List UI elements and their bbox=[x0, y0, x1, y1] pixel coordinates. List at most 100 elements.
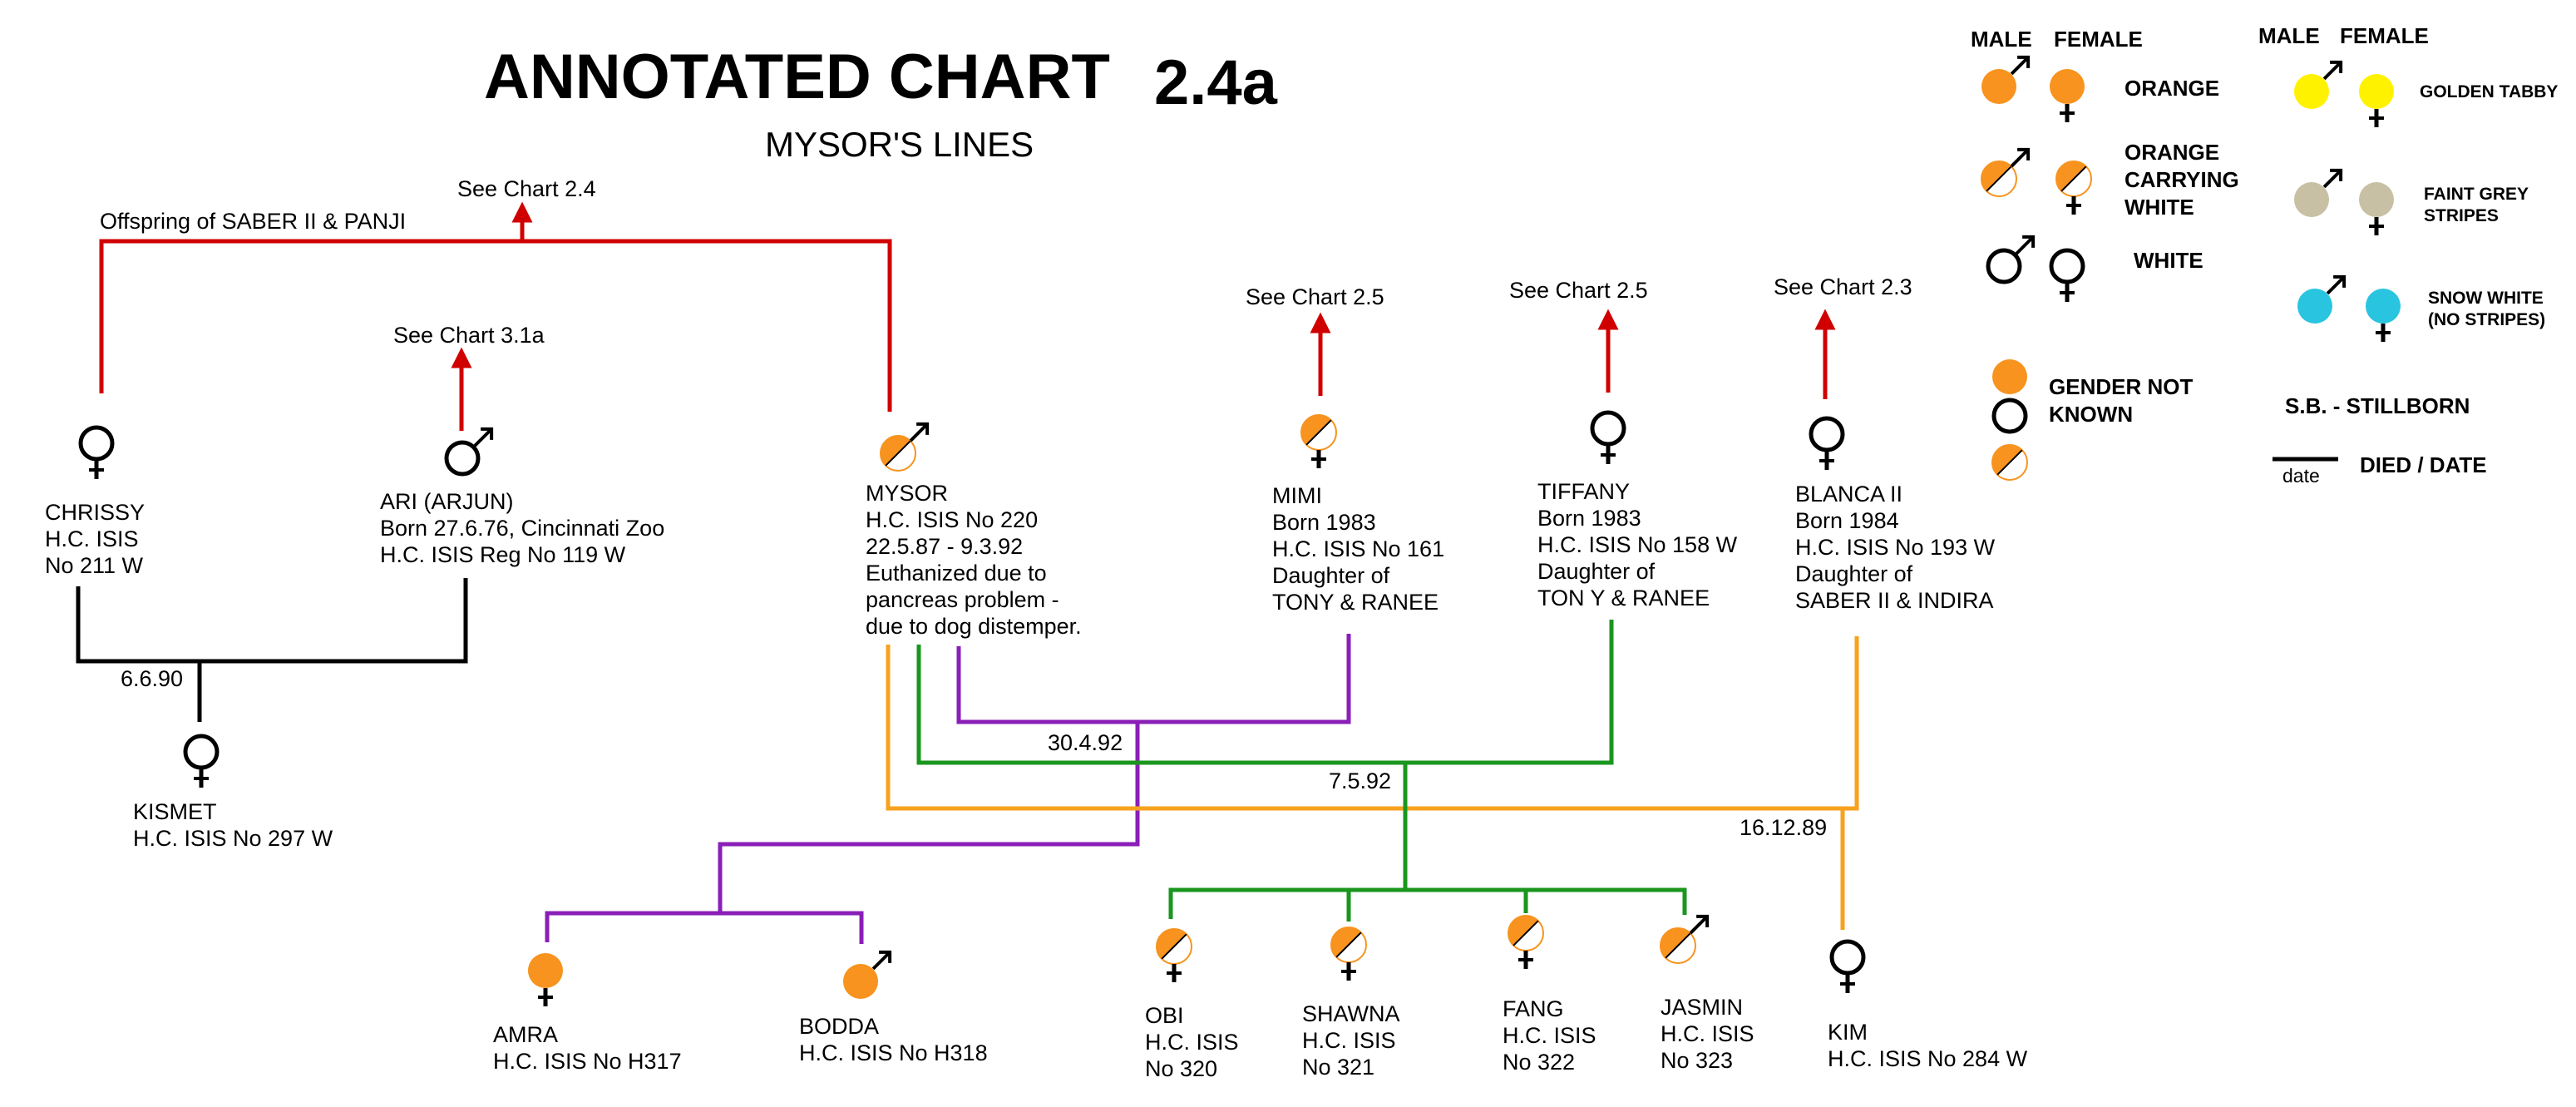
label-line: FAINT GREY bbox=[2424, 185, 2529, 204]
legend-female-header-2: FEMALE bbox=[2340, 23, 2429, 48]
legend-orange-male-icon bbox=[1981, 55, 2031, 104]
label-line: No 320 bbox=[1145, 1056, 1217, 1081]
label-line: Born 1983 bbox=[1537, 506, 1641, 531]
legend-golden-label: GOLDEN TABBY bbox=[2420, 82, 2558, 101]
label-line: Euthanized due to bbox=[866, 561, 1047, 586]
legend-male-header: MALE bbox=[1971, 27, 2032, 52]
label-line: No 323 bbox=[1661, 1048, 1733, 1073]
label-line: H.C. ISIS bbox=[45, 526, 139, 551]
legend-unknown-orange-icon bbox=[1992, 359, 2027, 394]
label-line: H.C. ISIS bbox=[1661, 1021, 1754, 1046]
mating-line-mysor-blanca bbox=[886, 636, 1859, 930]
label-line: KIM bbox=[1828, 1020, 1868, 1045]
legend-white-male-icon bbox=[1986, 235, 2036, 284]
legend-female-header: FEMALE bbox=[2054, 27, 2143, 52]
legend-orange-female-icon bbox=[2050, 69, 2085, 122]
chrissy-female-white-icon bbox=[78, 425, 115, 479]
label-line: ARI (ARJUN) bbox=[380, 489, 514, 514]
label-line: KISMET bbox=[133, 799, 217, 824]
legend-died-date-small: date bbox=[2282, 465, 2320, 487]
bodda-male-orange-icon bbox=[843, 950, 892, 999]
reference-lines bbox=[99, 201, 1836, 431]
label-line: SHAWNA bbox=[1302, 1001, 1400, 1026]
label-line: CHRISSY bbox=[45, 500, 145, 525]
svg-text:ANNOTATED CHART: ANNOTATED CHART bbox=[484, 42, 1110, 112]
blanca-female-white-icon bbox=[1809, 416, 1845, 470]
label-line: KNOWN bbox=[2049, 402, 2133, 427]
date-mysor-blanca: 16.12.89 bbox=[1740, 815, 1827, 840]
fang-female-carrier-icon bbox=[1508, 915, 1544, 969]
label-line: pancreas problem - bbox=[866, 587, 1059, 612]
label-line: H.C. ISIS No 158 W bbox=[1537, 532, 1738, 557]
legend-snow-female-icon bbox=[2366, 289, 2401, 342]
label-line: AMRA bbox=[493, 1022, 558, 1047]
legend-golden-female-icon bbox=[2359, 74, 2394, 127]
label-line: No 211 W bbox=[45, 553, 144, 578]
label-line: Daughter of bbox=[1272, 563, 1390, 588]
obi-female-carrier-icon bbox=[1156, 928, 1192, 982]
legend-carrier-male-icon bbox=[1981, 147, 2031, 197]
legend-snow-male-icon bbox=[2297, 274, 2347, 324]
legend-orange-label: ORANGE bbox=[2124, 76, 2219, 101]
tiffany-female-white-icon bbox=[1590, 410, 1626, 464]
chart-title: ANNOTATED CHART 2.4a bbox=[484, 42, 1278, 118]
legend-died-label: DIED / DATE bbox=[2360, 452, 2487, 477]
label-line: CARRYING bbox=[2124, 167, 2239, 192]
ref-chart-2-5-tiffany: See Chart 2.5 bbox=[1509, 278, 1648, 303]
ref-saber-panji: Offspring of SABER II & PANJI bbox=[100, 209, 406, 234]
label-line: H.C. ISIS bbox=[1302, 1028, 1396, 1053]
legend-grey-label: FAINT GREY STRIPES bbox=[2424, 185, 2529, 225]
label-line: Daughter of bbox=[1537, 559, 1656, 584]
legend-grey-male-icon bbox=[2294, 168, 2343, 217]
jasmin-male-carrier-icon bbox=[1660, 914, 1710, 964]
label-line: Born 1984 bbox=[1795, 508, 1899, 533]
mating-line-mysor-mimi bbox=[545, 634, 1351, 944]
label-line: TON Y & RANEE bbox=[1537, 586, 1710, 610]
ref-chart-2-4: See Chart 2.4 bbox=[457, 176, 596, 201]
legend-unknown-carrier-icon bbox=[1991, 444, 2028, 481]
label-line: GENDER NOT bbox=[2049, 374, 2193, 399]
label-line: TONY & RANEE bbox=[1272, 590, 1439, 615]
ref-chart-2-5-mimi: See Chart 2.5 bbox=[1246, 284, 1384, 309]
date-chrissy-ari: 6.6.90 bbox=[121, 666, 183, 691]
label-line: TIFFANY bbox=[1537, 479, 1630, 504]
svg-text:2.4a: 2.4a bbox=[1154, 47, 1278, 118]
label-line: BODDA bbox=[799, 1014, 879, 1039]
label-line: 22.5.87 - 9.3.92 bbox=[866, 534, 1023, 559]
label-line: H.C. ISIS bbox=[1145, 1030, 1239, 1055]
label-line: H.C. ISIS No 193 W bbox=[1795, 535, 1996, 560]
label-line: MYSOR bbox=[866, 481, 948, 506]
label-line: BLANCA II bbox=[1795, 482, 1902, 507]
label-line: STRIPES bbox=[2424, 206, 2499, 225]
mating-line-chrissy-ari bbox=[76, 578, 468, 722]
kim-female-white-icon bbox=[1829, 939, 1866, 993]
legend-stillborn-label: S.B. - STILLBORN bbox=[2285, 393, 2470, 418]
label-line: H.C. ISIS No H317 bbox=[493, 1049, 682, 1074]
shawna-female-carrier-icon bbox=[1330, 927, 1367, 981]
label-line: Daughter of bbox=[1795, 561, 1913, 586]
label-line: H.C. ISIS No H318 bbox=[799, 1040, 988, 1065]
label-line: Born 27.6.76, Cincinnati Zoo bbox=[380, 516, 664, 541]
mimi-female-carrier-icon bbox=[1300, 414, 1337, 468]
label-line: No 321 bbox=[1302, 1055, 1374, 1080]
mating-line-mysor-tiffany bbox=[916, 620, 1687, 922]
legend-unknown-white-icon bbox=[1991, 398, 2028, 434]
label-line: H.C. ISIS bbox=[1503, 1023, 1596, 1048]
label-line: SNOW WHITE bbox=[2428, 289, 2544, 308]
ari-male-white-icon bbox=[444, 427, 494, 477]
label-line: MIMI bbox=[1272, 483, 1322, 508]
label-line: H.C. ISIS No 161 bbox=[1272, 536, 1444, 561]
